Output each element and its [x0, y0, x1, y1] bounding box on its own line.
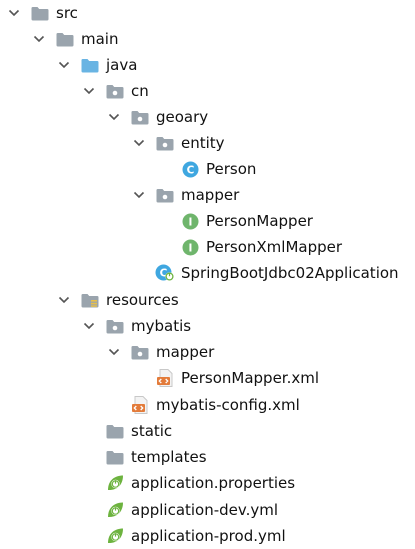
- interface-icon: I: [180, 238, 200, 256]
- package-icon: [105, 317, 125, 335]
- tree-node[interactable]: mybatis: [0, 313, 415, 339]
- tree-node[interactable]: I PersonMapper: [0, 208, 415, 234]
- tree-node[interactable]: C Person: [0, 156, 415, 182]
- tree-node-label: mybatis-config.xml: [156, 396, 300, 414]
- tree-node-label: static: [131, 422, 173, 440]
- tree-node[interactable]: PersonMapper.xml: [0, 365, 415, 391]
- tree-node[interactable]: templates: [0, 444, 415, 470]
- tree-node[interactable]: C SpringBootJdbc02Application: [0, 260, 415, 286]
- folder-icon: [30, 4, 50, 22]
- folder-icon: [105, 448, 125, 466]
- tree-node-label: application-prod.yml: [131, 527, 286, 545]
- tree-node[interactable]: resources: [0, 287, 415, 313]
- package-icon: [155, 134, 175, 152]
- package-icon: [130, 108, 150, 126]
- tree-node-label: templates: [131, 448, 207, 466]
- package-icon: [130, 343, 150, 361]
- tree-node-label: PersonMapper: [206, 212, 313, 230]
- chevron-down-icon[interactable]: [6, 5, 22, 21]
- tree-node-label: mybatis: [131, 317, 192, 335]
- chevron-down-icon[interactable]: [56, 57, 72, 73]
- tree-node-label: java: [106, 56, 138, 74]
- spring-config-icon: [105, 527, 125, 545]
- source-folder-icon: [80, 56, 100, 74]
- tree-node-label: application-dev.yml: [131, 501, 279, 519]
- tree-node[interactable]: geoary: [0, 104, 415, 130]
- chevron-down-icon[interactable]: [81, 83, 97, 99]
- resources-folder-icon: [80, 291, 100, 309]
- chevron-down-icon[interactable]: [106, 109, 122, 125]
- tree-node[interactable]: cn: [0, 78, 415, 104]
- xml-file-icon: [155, 369, 175, 387]
- tree-node[interactable]: entity: [0, 130, 415, 156]
- package-icon: [155, 186, 175, 204]
- tree-node[interactable]: main: [0, 26, 415, 52]
- xml-file-icon: [130, 396, 150, 414]
- tree-node[interactable]: static: [0, 418, 415, 444]
- folder-icon: [105, 422, 125, 440]
- class-icon: C: [180, 160, 200, 178]
- tree-node[interactable]: mybatis-config.xml: [0, 392, 415, 418]
- tree-node[interactable]: application.properties: [0, 470, 415, 496]
- tree-node-label: cn: [131, 82, 149, 100]
- package-icon: [105, 82, 125, 100]
- tree-node-label: SpringBootJdbc02Application: [181, 264, 399, 282]
- tree-node-label: Person: [206, 160, 257, 178]
- spring-config-icon: [105, 474, 125, 492]
- tree-node[interactable]: mapper: [0, 182, 415, 208]
- spring-boot-class-icon: C: [155, 264, 175, 282]
- tree-node[interactable]: I PersonXmlMapper: [0, 234, 415, 260]
- svg-text:I: I: [188, 216, 192, 228]
- chevron-down-icon[interactable]: [56, 292, 72, 308]
- interface-icon: I: [180, 212, 200, 230]
- tree-node-label: application.properties: [131, 474, 296, 492]
- tree-node[interactable]: src: [0, 0, 415, 26]
- chevron-down-icon[interactable]: [106, 344, 122, 360]
- tree-node-label: resources: [106, 291, 179, 309]
- chevron-down-icon[interactable]: [31, 31, 47, 47]
- tree-node-label: main: [81, 30, 119, 48]
- tree-node[interactable]: java: [0, 52, 415, 78]
- svg-text:I: I: [188, 242, 192, 254]
- chevron-down-icon[interactable]: [131, 187, 147, 203]
- tree-node-label: PersonMapper.xml: [181, 369, 320, 387]
- tree-node[interactable]: mapper: [0, 339, 415, 365]
- tree-node-label: PersonXmlMapper: [206, 238, 343, 256]
- tree-node-label: src: [56, 4, 78, 22]
- tree-node-label: mapper: [181, 186, 240, 204]
- spring-config-icon: [105, 501, 125, 519]
- folder-icon: [55, 30, 75, 48]
- tree-node-label: mapper: [156, 343, 215, 361]
- svg-text:C: C: [186, 164, 194, 176]
- tree-node[interactable]: application-dev.yml: [0, 497, 415, 523]
- chevron-down-icon[interactable]: [131, 135, 147, 151]
- tree-node[interactable]: application-prod.yml: [0, 523, 415, 549]
- tree-node-label: geoary: [156, 108, 209, 126]
- tree-node-label: entity: [181, 134, 225, 152]
- chevron-down-icon[interactable]: [81, 318, 97, 334]
- svg-text:C: C: [160, 267, 168, 279]
